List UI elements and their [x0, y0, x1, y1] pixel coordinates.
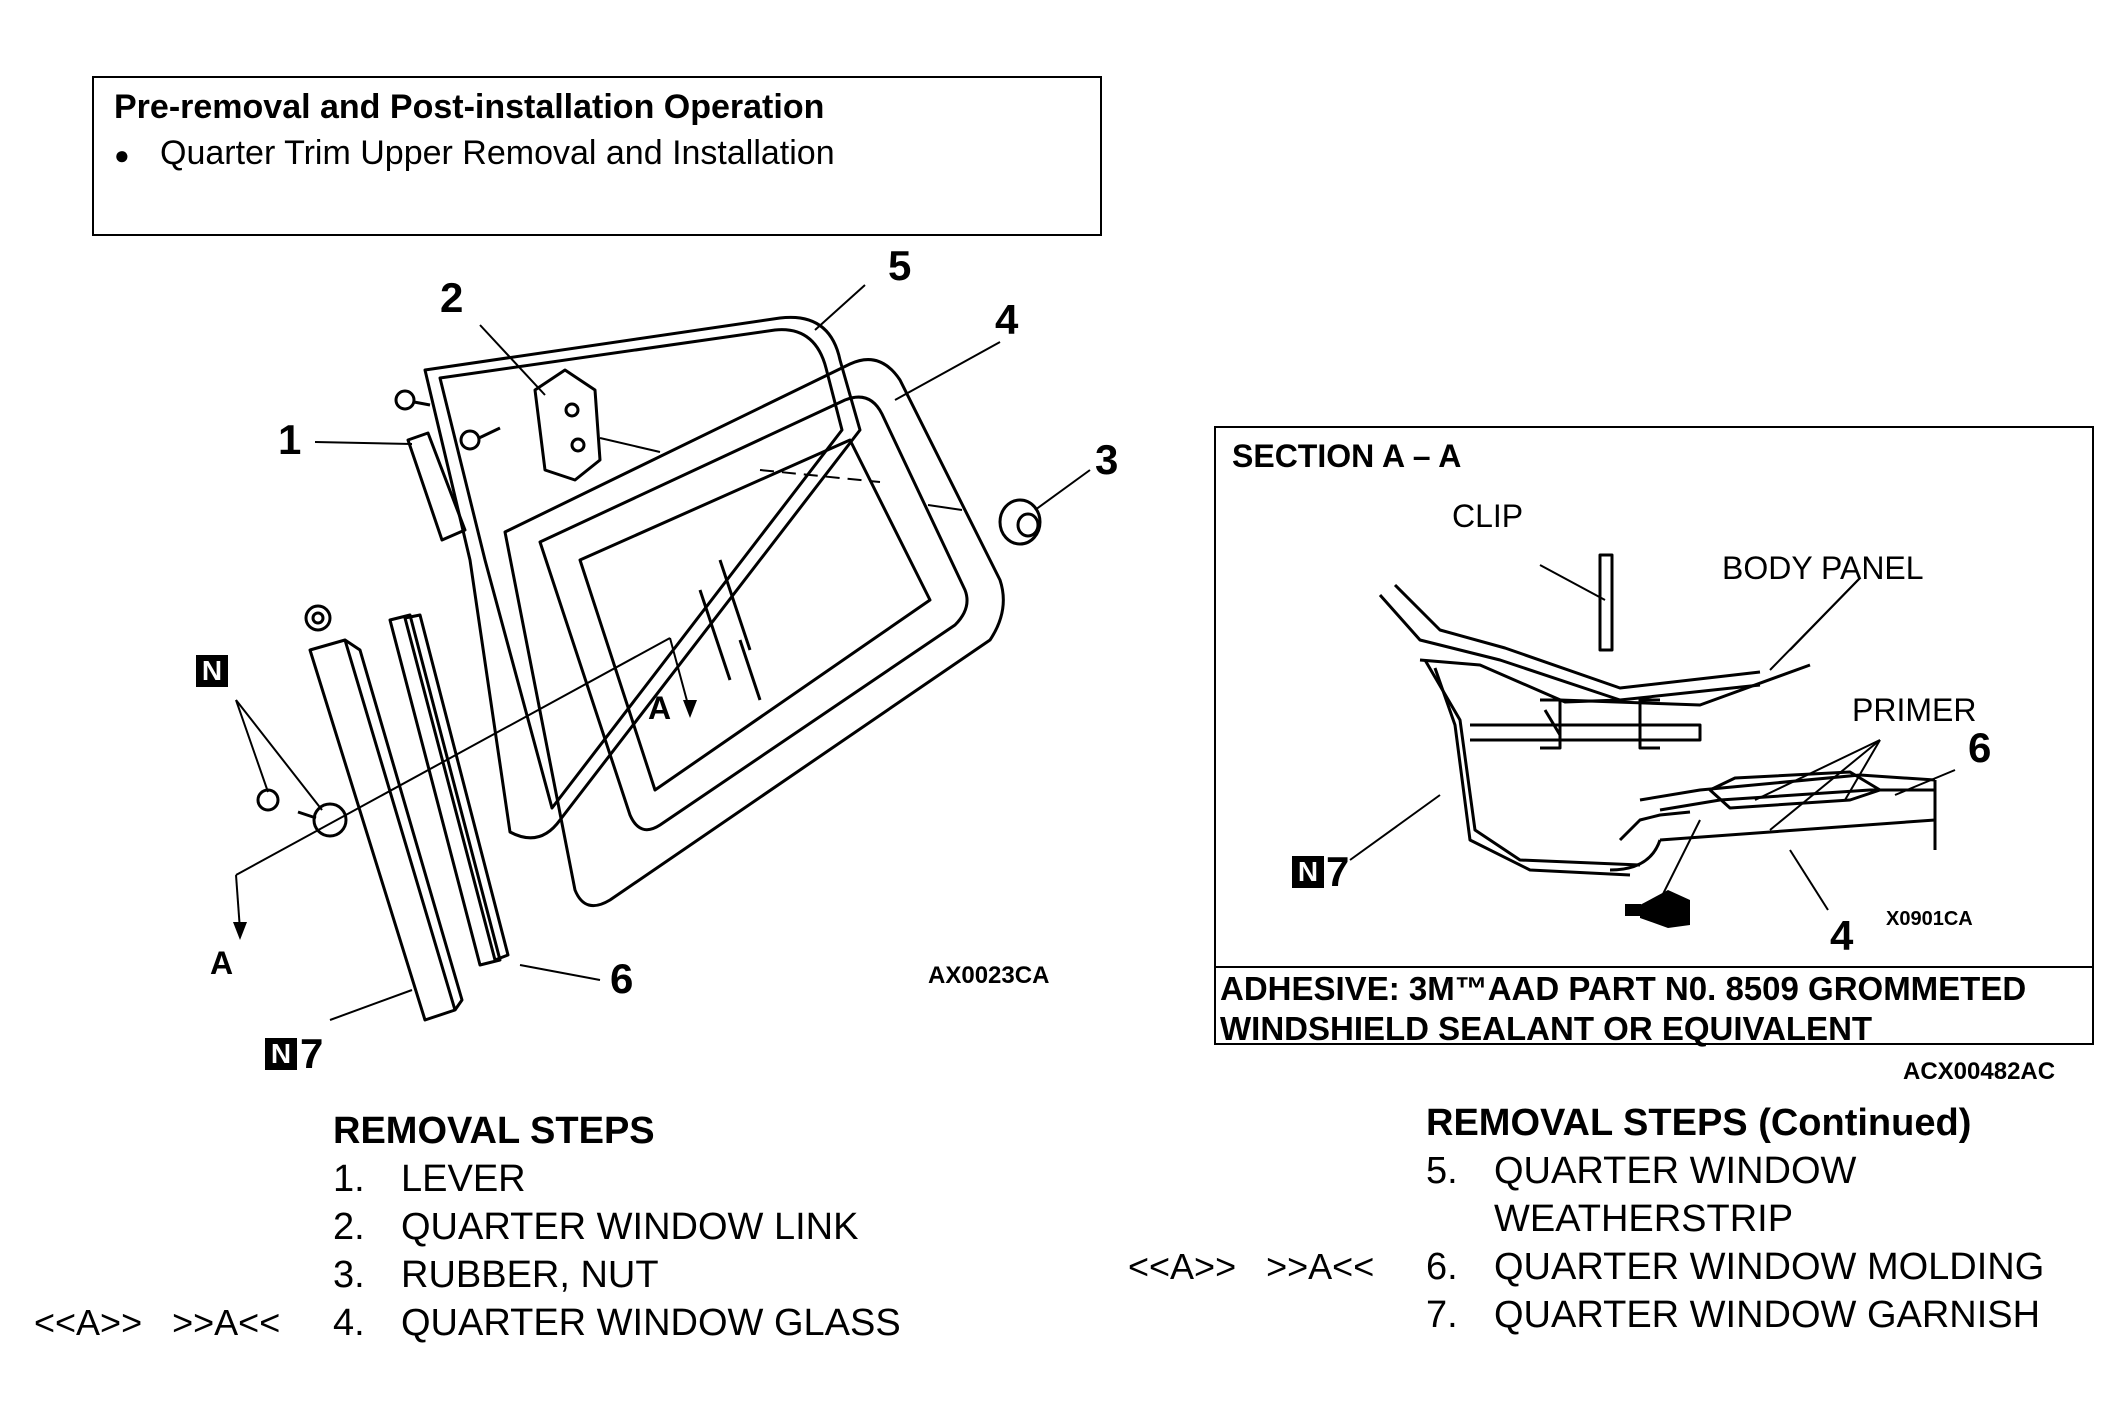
callout-5: 5 — [888, 242, 912, 289]
bullet-icon: ● — [114, 139, 130, 170]
n-badge-icon: N — [1292, 856, 1324, 888]
n-badge-icon: N — [196, 655, 228, 687]
quarter-window-glass — [503, 358, 1005, 908]
glass-inner-frame — [538, 395, 969, 832]
figure-code: AX0023CA — [928, 962, 1050, 989]
section-callout-7: 7 — [1326, 848, 1350, 895]
removal-steps-continued-title: REMOVAL STEPS (Continued) — [1426, 1102, 1972, 1144]
section-callout-6: 6 — [1968, 724, 1992, 771]
section-figure-code: ACX00482AC — [1903, 1058, 2056, 1085]
callout-6: 6 — [610, 955, 634, 1002]
quarter-window-link-part — [533, 368, 602, 482]
callout-1: 1 — [278, 416, 302, 463]
rubber-nut-part — [998, 498, 1042, 546]
adhesive-line-1: ADHESIVE: 3M™AAD PART N0. 8509 GROMMETED — [1220, 970, 2027, 1007]
section-title: SECTION A – A — [1232, 438, 1462, 474]
callout-7: 7 — [300, 1030, 324, 1077]
clip-label: CLIP — [1452, 498, 1524, 534]
list-item: 4.QUARTER WINDOW GLASS — [333, 1302, 901, 1344]
callout-2: 2 — [440, 274, 464, 321]
list-item: 1.LEVER — [333, 1158, 526, 1200]
sealant-tube-icon — [1625, 890, 1690, 928]
body-panel-label: BODY PANEL — [1722, 550, 1924, 586]
divider — [1216, 966, 2092, 968]
section-a-a-drawing — [1378, 553, 1937, 877]
primer-label: PRIMER — [1852, 692, 1977, 728]
glass-daylight-opening — [578, 438, 932, 792]
pre-removal-box: Pre-removal and Post-installation Operat… — [92, 76, 1102, 236]
n-badge-icon: N — [265, 1038, 297, 1070]
adhesive-line-2: WINDSHIELD SEALANT OR EQUIVALENT — [1220, 1010, 1873, 1047]
pre-removal-title: Pre-removal and Post-installation Operat… — [114, 88, 825, 126]
quarter-window-molding — [388, 613, 502, 967]
quarter-window-garnish — [308, 638, 457, 1022]
weatherstrip-part — [423, 315, 862, 840]
weatherstrip-inner — [438, 328, 844, 810]
list-item: 7.QUARTER WINDOW GARNISH — [1426, 1294, 2041, 1336]
section-a-a-box: SECTION A – A CLIP BODY PANEL PRIMER 6 4… — [1214, 426, 2094, 1047]
removal-steps-title: REMOVAL STEPS — [333, 1110, 655, 1152]
list-item: 6.QUARTER WINDOW MOLDING — [1426, 1246, 2045, 1288]
procedure-marker: <<A>> >>A<< — [34, 1302, 281, 1343]
pre-removal-item: ● Quarter Trim Upper Removal and Installa… — [114, 134, 835, 173]
list-item: 3.RUBBER, NUT — [333, 1254, 659, 1296]
procedure-marker: <<A>> >>A<< — [1128, 1246, 1375, 1287]
list-item: 2.QUARTER WINDOW LINK — [333, 1206, 859, 1248]
callout-3: 3 — [1095, 436, 1119, 483]
section-marker-upper: A — [648, 690, 672, 726]
section-callout-4: 4 — [1830, 912, 1854, 959]
pre-removal-item-text: Quarter Trim Upper Removal and Installat… — [160, 134, 835, 172]
list-item: WEATHERSTRIP — [1494, 1198, 1794, 1240]
section-marker-lower: A — [210, 945, 234, 981]
lever-part — [406, 431, 467, 542]
callout-4: 4 — [995, 296, 1019, 343]
section-code: X0901CA — [1886, 908, 1973, 930]
list-item: 5.QUARTER WINDOW — [1426, 1150, 1857, 1192]
